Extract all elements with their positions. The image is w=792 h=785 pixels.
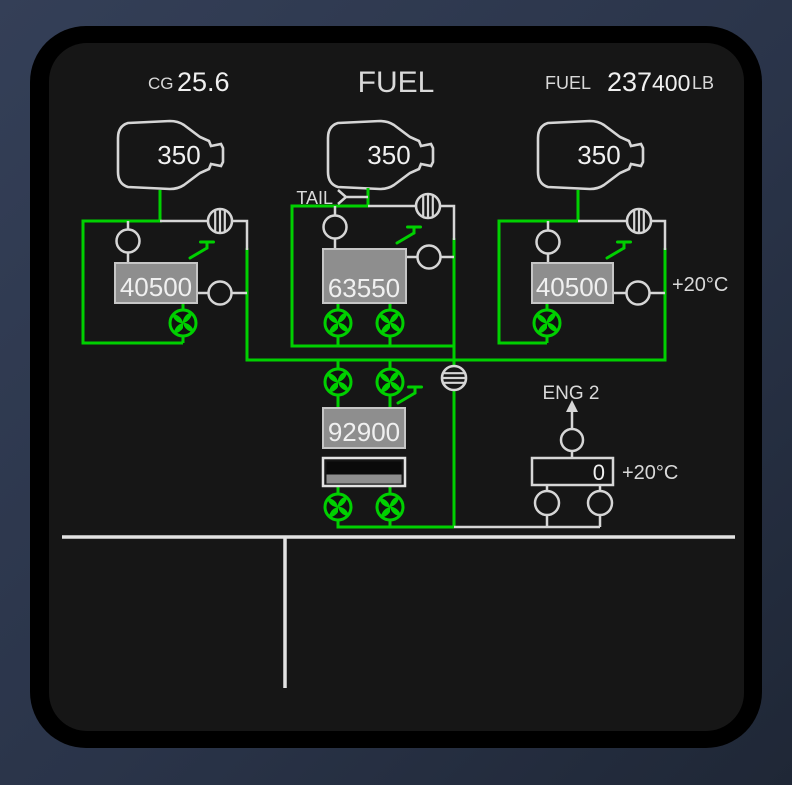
sensor-circle-left-icon [115,228,141,254]
tank-center-qty: 63550 [328,273,400,303]
eng2-feed-lines [454,408,602,529]
pump-icon [323,308,353,338]
right-tank-aux-lines [546,219,667,295]
pump-icon [323,492,353,522]
lower-tank-transfer-line [336,360,454,529]
outlet-circle-center-icon [416,244,442,270]
tank-lower-qty-box [322,407,406,449]
tank-right-qty-box [531,262,614,304]
right-tank-temp: +20°C [672,274,728,296]
sensor-circle-right-icon [535,229,561,255]
pump-icon [375,308,405,338]
left-tank-aux-lines [126,219,249,295]
eng2-feed-qty-box [530,456,615,487]
pump-icon [375,492,405,522]
pump-icon [375,367,405,397]
gauge-empty-band [326,461,402,475]
jettison-valve-left-icon [206,207,234,235]
transfer-valve-icon [440,364,468,392]
left-tank-feed-line [81,190,185,345]
pump-icon [532,308,562,338]
tail-feed-label: TAIL [296,188,333,208]
page-title: FUEL [358,66,435,99]
eng2-arrow-icon [566,400,578,412]
total-fuel-units: LB [692,73,714,93]
eng2-inlet-left-icon [533,489,561,517]
engine-right-feed-value: 350 [577,140,620,170]
transfer-manifold-line [245,248,667,362]
center-tank-aux-lines [333,204,456,259]
gauge-frame [321,456,407,488]
eng2-inlet-right-icon [586,489,614,517]
jettison-valve-center-icon [414,192,442,220]
gauge-fill-band [326,474,402,484]
tank-center-qty-box [322,248,407,304]
outlet-circle-right-icon [625,280,651,306]
tank-lower-qty: 92900 [328,417,400,447]
pump-icon [168,308,198,338]
engine-center-feed-value: 350 [367,140,410,170]
tail-check-valve-icon [337,189,368,205]
datum-line [62,535,735,688]
tank-level-gauge [321,456,407,488]
total-fuel-sub: 400 [652,70,690,96]
cg-value: 25.6 [177,67,230,97]
tank-left-qty-box [114,262,198,304]
jettison-valve-right-icon [625,207,653,235]
cg-label: CG [148,74,174,93]
total-fuel-main: 237 [607,67,652,97]
tank-left-qty: 40500 [120,272,192,302]
total-fuel-label: FUEL [545,73,591,93]
eng2-temp: +20°C [622,462,678,484]
eng2-label: ENG 2 [542,383,599,404]
engine-left-feed-value: 350 [157,140,200,170]
outlet-circle-left-icon [207,280,233,306]
eng2-feed-valve-icon [559,427,585,453]
sensor-circle-center-icon [322,214,348,240]
eng2-feed-qty: 0 [593,460,605,485]
tank-right-qty: 40500 [536,272,608,302]
pump-icon [323,367,353,397]
center-tank-feed-line [290,188,454,348]
